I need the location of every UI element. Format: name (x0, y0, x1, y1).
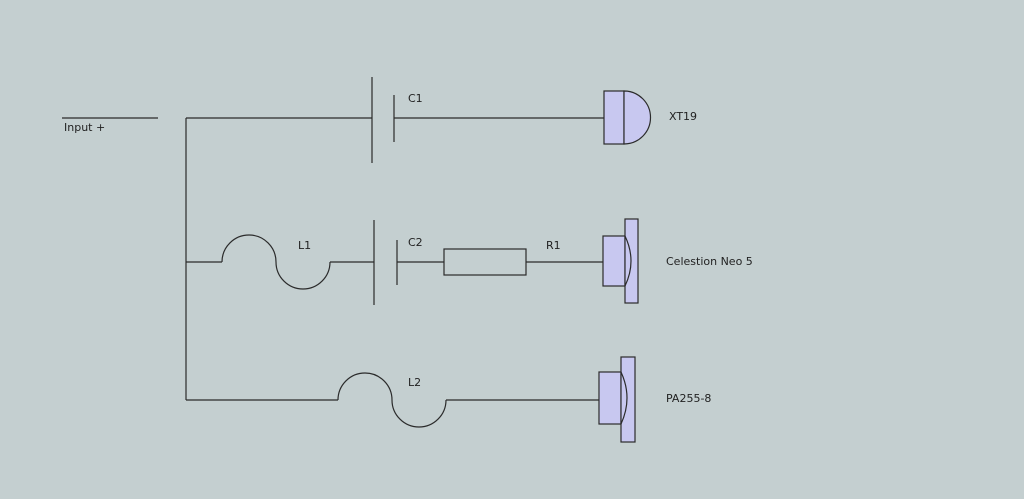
celestion-speaker-icon (602, 218, 639, 304)
l2-label: L2 (408, 376, 422, 389)
l1-label: L1 (298, 239, 312, 252)
l2-coil (337, 372, 447, 428)
l1-coil (221, 234, 331, 290)
midrange-label: Celestion Neo 5 (666, 255, 753, 268)
pa255-speaker-icon (598, 356, 636, 443)
c2-label: C2 (408, 236, 423, 249)
woofer-label: PA255-8 (666, 392, 712, 405)
c1-label: C1 (408, 92, 423, 105)
input-label: Input + (64, 121, 106, 134)
r1-label: R1 (546, 239, 561, 252)
r1-resistor (443, 248, 527, 276)
tweeter-label: XT19 (669, 110, 698, 123)
xt19-speaker-icon (603, 90, 652, 145)
